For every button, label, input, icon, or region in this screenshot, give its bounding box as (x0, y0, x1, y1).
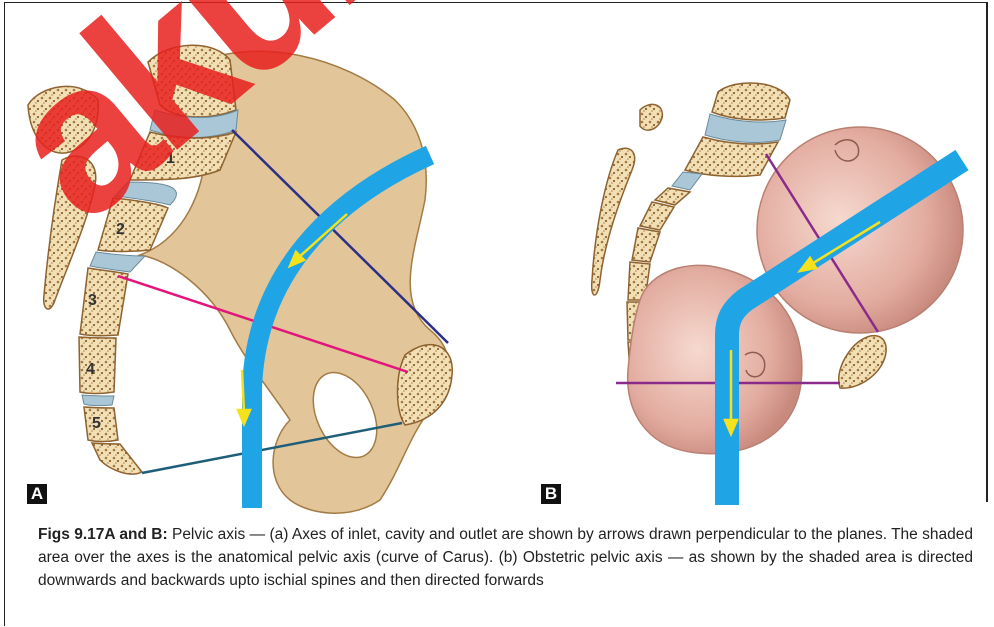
caption-heading: Figs 9.17A and B: (38, 526, 168, 543)
pubic-symphysis (398, 345, 453, 425)
caption-text: Pelvic axis — (a) Axes of inlet, cavity … (38, 526, 973, 589)
panel-label-b: B (541, 484, 561, 504)
posterior-bone-upper (28, 86, 98, 153)
panel-a-drawing (28, 45, 452, 513)
vertebra-number-5: 5 (92, 415, 101, 432)
vertebra-number-1: 1 (166, 150, 175, 167)
ischial-spine-b (839, 336, 886, 388)
posterior-bone-b-upper (640, 104, 662, 130)
panel-label-a: A (27, 484, 47, 504)
figure-caption: Figs 9.17A and B: Pelvic axis — (a) Axes… (38, 523, 973, 592)
vertebra-number-2: 2 (116, 221, 125, 238)
panel-b-drawing (592, 83, 963, 505)
vertebra-number-4: 4 (86, 361, 95, 378)
posterior-bone-b-lower (592, 148, 635, 295)
vertebra-number-3: 3 (88, 292, 97, 309)
